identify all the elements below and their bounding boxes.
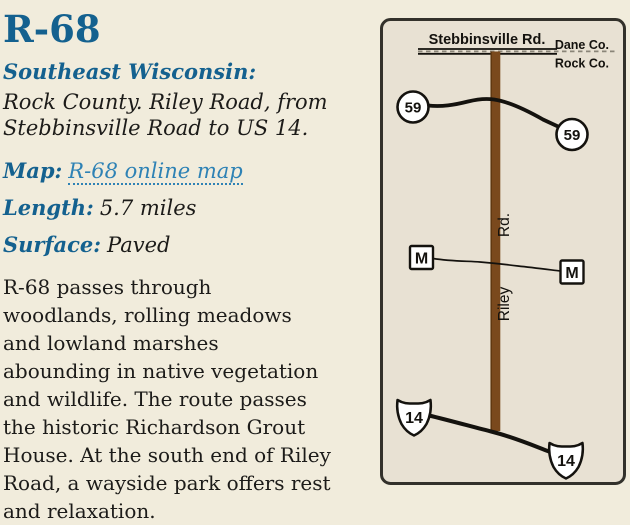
riley-road-name-label: Riley (496, 287, 513, 322)
route-map: Stebbinsville Rd. Dane Co. Rock Co. Rd. … (380, 18, 626, 485)
rock-county-label: Rock Co. (555, 57, 609, 71)
article-text-column: R-68 Southeast Wisconsin: Rock County. R… (3, 6, 337, 525)
county-m-marker-left: M (408, 244, 435, 271)
map-label: Map: (3, 157, 63, 183)
region-heading: Southeast Wisconsin: (3, 58, 257, 84)
county-m-marker-right-label: M (565, 265, 578, 282)
county-m-marker-right: M (559, 259, 585, 285)
highway-59-marker-left-label: 59 (405, 100, 422, 117)
highway-59-marker-right: 59 (555, 117, 589, 152)
us-14-shield-left: 14 (395, 398, 433, 437)
county-highway-m-line (432, 257, 561, 272)
route-location: Rock County. Riley Road, from Stebbinsvi… (3, 89, 328, 140)
length-value: 5.7 miles (99, 195, 197, 220)
riley-road-abbr-label: Rd. (496, 213, 513, 237)
us-14-line (427, 413, 551, 454)
surface-label: Surface: (3, 231, 102, 257)
surface-meta-line: Surface:Paved (3, 232, 337, 257)
us-14-shield-left-label: 14 (405, 410, 423, 427)
length-label: Length: (3, 194, 94, 220)
route-description: R-68 passes through woodlands, rolling m… (3, 274, 331, 523)
map-meta-line: Map:R-68 online map (3, 157, 337, 185)
length-meta-line: Length:5.7 miles (3, 195, 337, 220)
route-map-svg: Stebbinsville Rd. Dane Co. Rock Co. Rd. … (380, 18, 626, 485)
stebbinsville-road-label: Stebbinsville Rd. (429, 32, 546, 48)
page-title: R-68 (3, 7, 101, 51)
highway-59-marker-left: 59 (396, 90, 430, 124)
county-m-marker-left-label: M (415, 251, 428, 268)
highway-59-line (426, 97, 560, 129)
surface-value: Paved (107, 232, 171, 257)
online-map-link[interactable]: R-68 online map (68, 158, 243, 185)
us-14-shield-right-label: 14 (557, 453, 575, 470)
us-14-shield-right: 14 (547, 441, 585, 480)
highway-59-marker-right-label: 59 (564, 127, 581, 144)
dane-county-label: Dane Co. (555, 38, 609, 52)
